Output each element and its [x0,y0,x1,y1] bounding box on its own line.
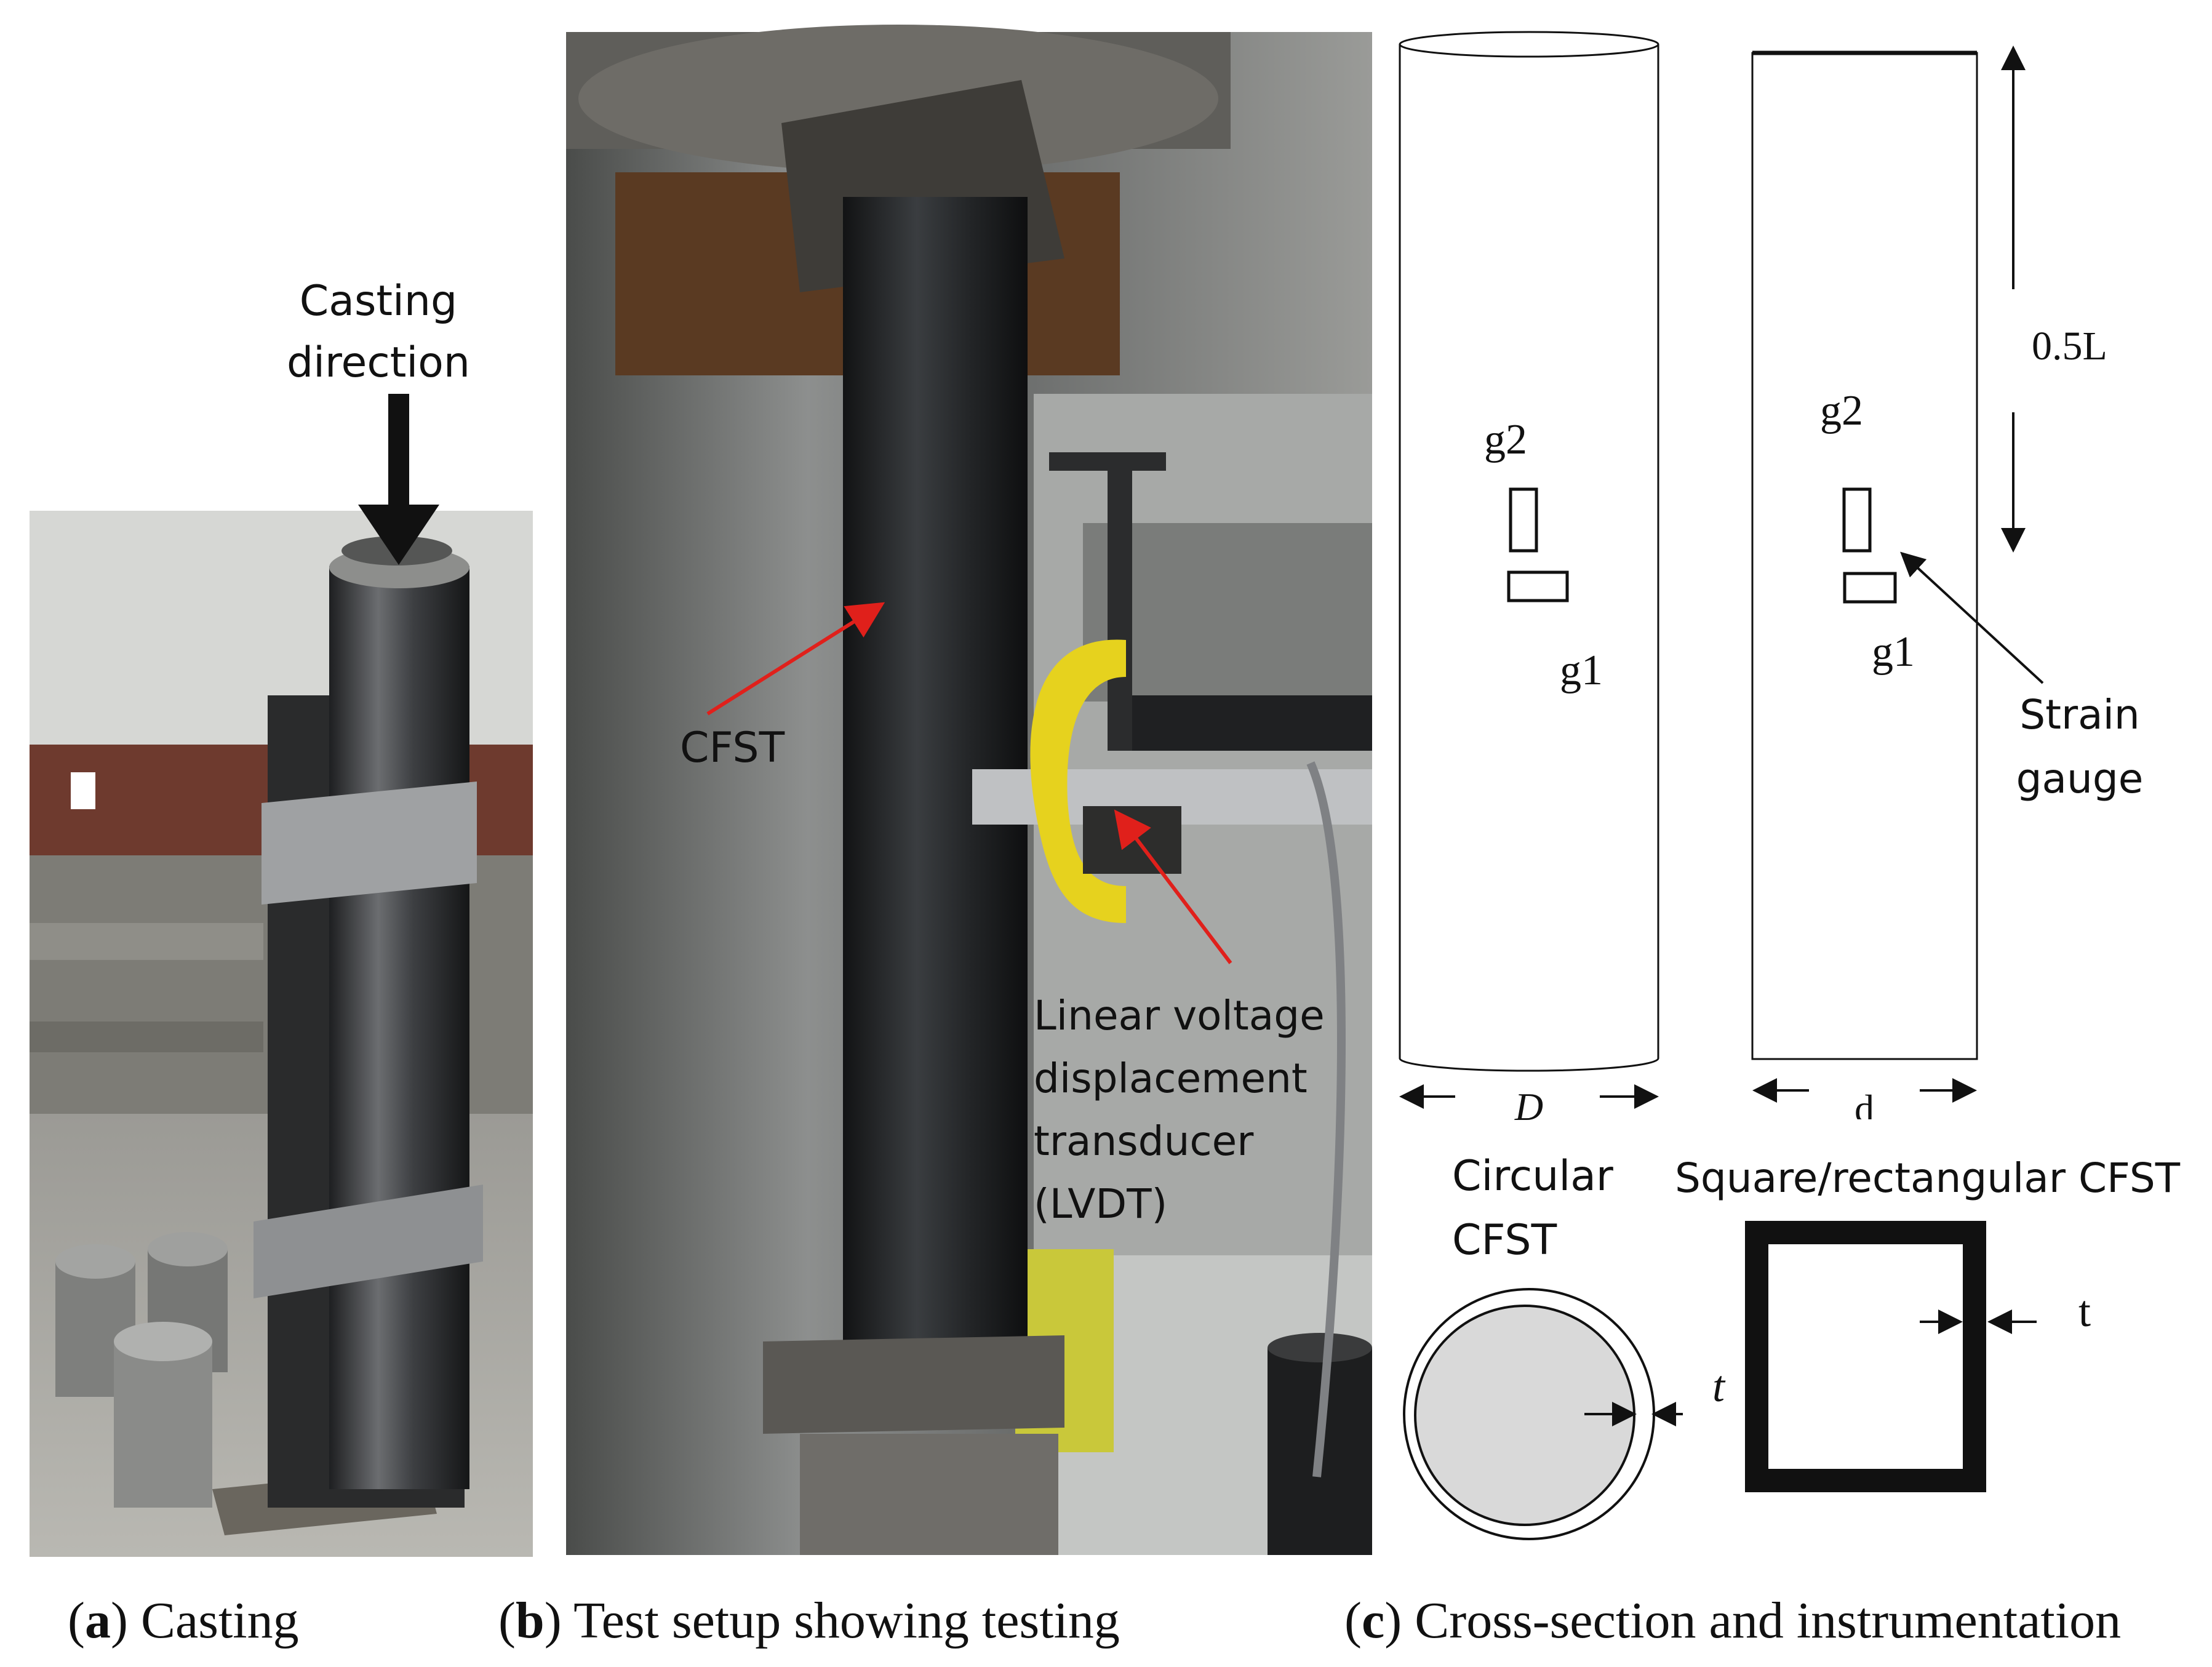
lvdt-red-arrow [1114,809,1232,964]
gauge-g1-right-rect [1843,572,1897,604]
panel-a-tray [30,923,263,960]
caption-c: (c) Cross-section and instrumentation [1344,1592,2122,1649]
gauge-g2-left-label: g2 [1484,416,1527,463]
caption-a: (a) Casting [68,1592,299,1649]
panel-a-label-tag [71,772,95,809]
gauge-g2-left-rect [1509,487,1538,553]
panel-b-lvdt-bracket [1108,695,1372,751]
lvdt-line3: transducer [1034,1117,1254,1165]
panel-b-clamp-handle [1049,452,1166,471]
square-section [1745,1221,1986,1492]
panel-a-cylinder-1-top [55,1244,135,1279]
diameter-label: D [1514,1085,1544,1120]
panel-b-yellow-clamp [1030,639,1126,923]
half-length-label: 0.5L [2032,324,2107,369]
caption-b-letter: b [515,1592,545,1649]
caption-a-letter: a [84,1592,111,1649]
panel-a-tray-2 [30,1021,263,1052]
panel-b-photo [566,25,1372,1555]
width-label: d [1855,1087,1874,1119]
lvdt-line2: displacement [1034,1055,1308,1102]
gauge-g2-right-label: g2 [1820,387,1863,434]
caption-a-text: Casting [140,1592,299,1649]
strain-gauge-line2: gauge [2016,755,2144,802]
panel-a-tape-band-2 [254,1185,483,1298]
circular-cfst-label: Circular CFST [1452,1145,1613,1273]
caption-c-text: Cross-section and instrumentation [1415,1592,2122,1649]
panel-a-steel-tube [329,566,469,1489]
circular-column-elevation [1399,31,1659,1072]
panel-a-cylinder-3-top [114,1322,212,1361]
square-cfst-label: Square/rectangular CFST [1675,1154,2181,1202]
panel-b-lvdt-body [1083,806,1181,874]
circular-column-top-ellipse [1399,31,1659,58]
circular-cfst-line2: CFST [1452,1216,1557,1265]
panel-c-diagram [1399,31,2044,1540]
casting-direction-arrow-head [358,505,439,565]
panel-b-dark-block-top [1268,1333,1372,1362]
circular-column-bottom-arc [1399,1058,1659,1072]
strain-gauge-pointer-arrow [1900,551,2044,684]
cfst-label: CFST [680,724,785,772]
panel-a-cylinder-2-top [148,1232,228,1266]
square-thickness-label: t [2078,1287,2091,1336]
panel-b-platen [578,25,1218,172]
caption-c-letter: c [1361,1592,1385,1649]
lvdt-label: Linear voltage displacement transducer (… [1034,985,1325,1236]
lvdt-line1: Linear voltage [1034,992,1325,1039]
circ-thickness-label: t [1712,1362,1725,1411]
gauge-g1-right-label: g1 [1872,628,1915,676]
panel-b-cable [1306,761,1346,1477]
gauge-g1-left-rect [1507,570,1569,602]
caption-b-text: Test setup showing testing [573,1592,1120,1649]
panel-b-lower-plate [763,1335,1064,1434]
circular-cfst-line1: Circular [1452,1152,1613,1201]
caption-b: (b) Test setup showing testing [498,1592,1120,1649]
casting-direction-label: Casting direction [280,271,477,394]
casting-direction-line1: Casting [299,277,458,326]
gauge-g1-left-label: g1 [1560,647,1603,694]
panel-a-tape-band-1 [262,782,477,905]
panel-b-clamp-screw [1108,455,1132,751]
square-column-outline [1751,52,1978,1060]
panel-a-photo [30,394,533,1557]
lvdt-line4: (LVDT) [1034,1180,1168,1228]
strain-gauge-label: Strain gauge [1994,683,2166,811]
strain-gauge-line1: Strain [2019,691,2140,738]
square-column-elevation [1751,50,1978,1060]
panel-a-cylinder-3 [114,1341,212,1508]
gauge-g2-right-rect [1842,487,1872,553]
casting-direction-line2: direction [287,338,470,387]
panel-b-jack [800,1434,1058,1555]
cfst-red-arrow [706,602,885,716]
